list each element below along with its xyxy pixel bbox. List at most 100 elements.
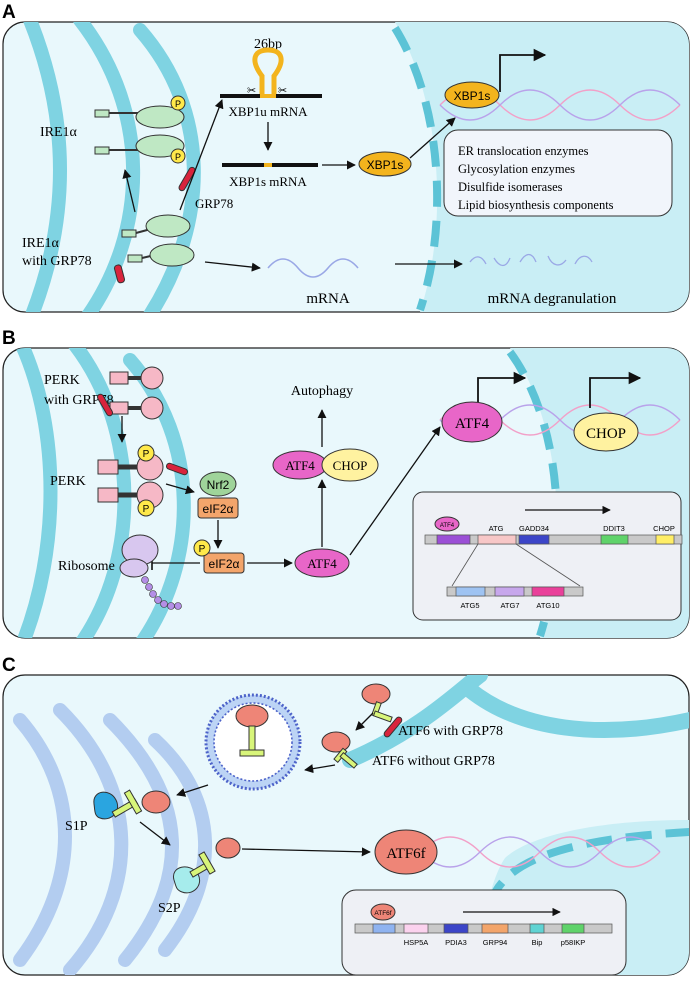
panel-a: A P P IRE1α <box>2 2 690 313</box>
gene-segment-atg5 <box>455 586 486 597</box>
label-s2p: S2P <box>158 901 181 916</box>
arrow <box>304 764 336 774</box>
atf6-without-grp78 <box>321 731 358 769</box>
s2p-protease <box>173 851 216 894</box>
label-atf6-with-grp78: ATF6 with GRP78 <box>398 724 503 739</box>
label-chop-complex: CHOP <box>333 458 368 473</box>
panel-c: C <box>2 655 690 976</box>
chop-nuclear <box>573 412 639 452</box>
target-item: ER translocation enzymes <box>458 144 589 158</box>
label-ribosome: Ribosome <box>58 559 115 574</box>
phospho-label: P <box>143 449 150 460</box>
scissors-icon: ✂ <box>247 85 256 97</box>
mrna-wave <box>267 258 359 278</box>
s1p-protease <box>93 789 171 820</box>
target-genes-box <box>443 129 673 217</box>
perk-monomers <box>97 366 164 420</box>
arrow <box>122 169 136 213</box>
transport-vesicle <box>204 693 302 791</box>
gene-label: DDIT3 <box>603 524 625 533</box>
label-mrna-degranulation: mRNA degranulation <box>488 291 617 307</box>
gene-label: CHOP <box>653 524 675 533</box>
nrf2-protein <box>199 471 237 497</box>
phospho-circle <box>193 539 211 557</box>
perk-dimer-phosphorylated: P P <box>97 444 164 517</box>
arrow <box>139 821 171 846</box>
panel-b: B PERK with GRP78 PERK <box>2 328 690 639</box>
eif2a-phosphorylated <box>203 552 245 574</box>
atf6-with-grp78 <box>361 683 403 738</box>
gene-label: Bip <box>532 938 543 947</box>
transcription-arrow <box>477 371 527 408</box>
target-item: Disulfide isomerases <box>458 180 563 194</box>
label-26bp: 26bp <box>254 37 282 52</box>
ribosome-icon <box>119 534 182 610</box>
gene-segment-hsp5a <box>403 923 429 934</box>
label-tf: ATF6f <box>374 910 391 917</box>
label-ire1a: IRE1α <box>40 125 78 140</box>
label-atf4: ATF4 <box>307 556 337 571</box>
label-chop-nuclear: CHOP <box>586 426 626 442</box>
gene-segment-p58ikp <box>561 923 585 934</box>
phospho-label: P <box>199 544 206 555</box>
zoom-line <box>451 543 479 587</box>
eif2a-protein <box>197 497 239 519</box>
zoom-line <box>515 543 581 587</box>
mrna-fragments <box>469 253 593 267</box>
ire1a-monomer <box>113 214 195 284</box>
label-perk: PERK <box>44 373 80 388</box>
gene-label: GADD34 <box>519 524 549 533</box>
er-membrane-golgi <box>13 703 213 975</box>
label-atf4-nuclear: ATF4 <box>455 416 490 432</box>
chop-in-complex <box>321 448 379 482</box>
phospho-label: P <box>175 99 181 109</box>
xbp1s-protein <box>358 151 412 177</box>
er-membrane <box>23 22 201 312</box>
panel-letter-b: B <box>2 328 16 349</box>
target-item: Glycosylation enzymes <box>458 162 575 176</box>
label-ire1a-bottom: IRE1α <box>22 236 60 251</box>
arrow <box>204 261 261 272</box>
gene-label: HSP5A <box>404 938 429 947</box>
atf4-nuclear <box>441 401 503 443</box>
grp78-released <box>165 462 189 476</box>
phospho-label: P <box>143 504 150 515</box>
label-mrna: mRNA <box>306 291 350 307</box>
label-atf6f: ATF6f <box>386 846 425 862</box>
label-xbp1u: XBP1u mRNA <box>228 104 308 119</box>
gene-segment-gadd34 <box>518 534 550 545</box>
label-xbp1s-mrna: XBP1s mRNA <box>229 174 307 189</box>
gene-segment <box>372 923 396 934</box>
label-xbp1s: XBP1s <box>367 158 404 172</box>
gene-segment-grp94 <box>481 923 509 934</box>
label-autophagy: Autophagy <box>291 384 353 399</box>
gene-segment-atg <box>477 534 517 545</box>
dna-helix <box>419 836 661 868</box>
arrow <box>176 784 209 797</box>
label-atf6-without-grp78: ATF6 without GRP78 <box>372 754 495 769</box>
gene-segment-bip <box>529 923 545 934</box>
gene-label: GRP94 <box>483 938 508 947</box>
label-with-grp78: with GRP78 <box>44 393 114 408</box>
xbp1u-mrna: 26bp ✂ ✂ XBP1u mRNA <box>220 37 322 119</box>
nuclear-envelope <box>391 25 442 312</box>
gene-label: ATG7 <box>500 601 519 610</box>
gene-segment-atg10 <box>531 586 565 597</box>
gene-segment-pdia3 <box>443 923 469 934</box>
label-nrf2: Nrf2 <box>207 478 230 492</box>
phospho-label: P <box>175 152 181 162</box>
gene-label: ATG5 <box>460 601 479 610</box>
atf4-protein <box>294 548 350 578</box>
atf6f-nuclear <box>374 829 438 875</box>
target-item: Lipid biosynthesis components <box>458 198 614 212</box>
arrow <box>241 847 371 857</box>
arrow <box>349 426 441 556</box>
scissors-icon: ✂ <box>278 85 287 97</box>
arrow <box>165 483 195 495</box>
er-membrane <box>342 675 689 768</box>
gene-label: p58IKP <box>561 938 586 947</box>
arrow <box>355 712 374 731</box>
label-eif2a-phospho: eIF2α <box>209 557 240 571</box>
label-xbp1s-nuclear: XBP1s <box>454 89 491 103</box>
label-with-grp78: with GRP78 <box>22 254 92 269</box>
